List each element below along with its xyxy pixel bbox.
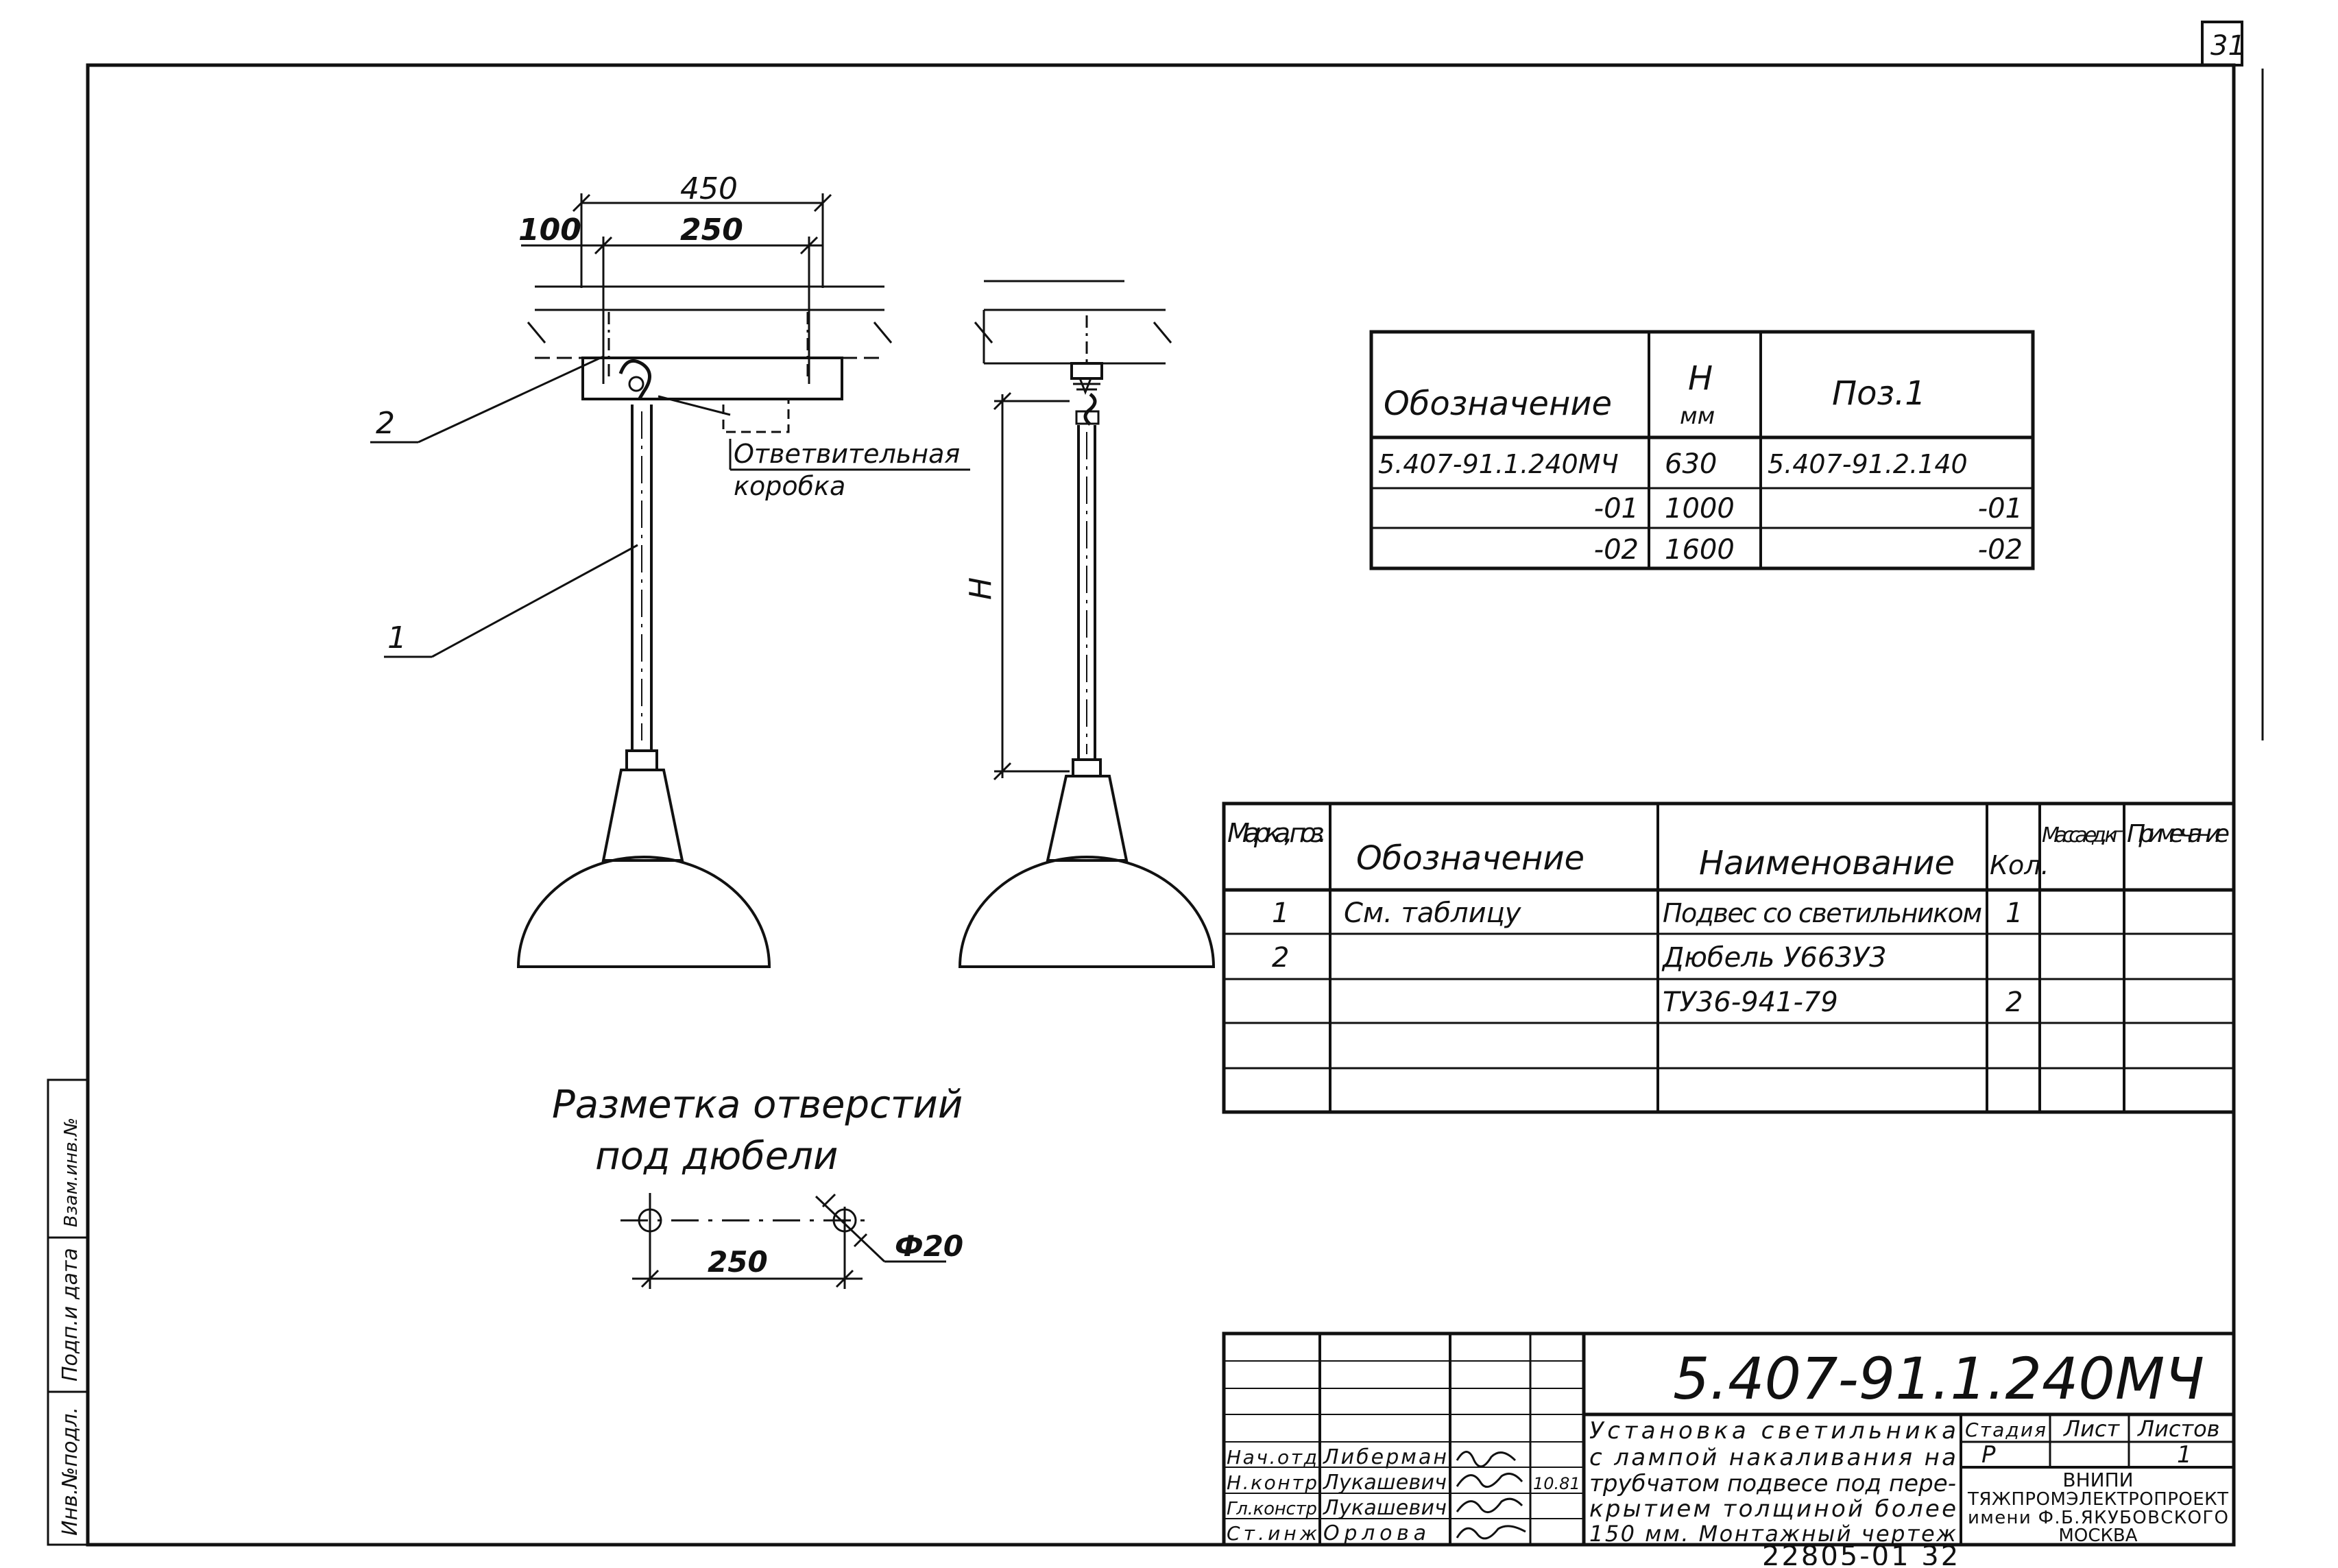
spec-r3-qty: 2 [2005,987,2023,1018]
marking-diameter: Ф20 [895,1229,963,1263]
spec-r1-designation: См. таблицу [1344,897,1522,929]
sheet-frame [86,21,2264,1547]
callout-junction-box-2: коробка [734,471,845,501]
variant-row1-h: 630 [1665,448,1717,480]
variant-table [1369,330,2035,570]
variant-row3-designation: -02 [1594,534,1639,566]
name-2: Лукашевич [1323,1471,1447,1495]
sheet-number: 31 [2210,30,2245,62]
variant-row1-pos1: 5.407-91.2.140 [1768,449,1968,479]
title-line-1: Установка светильника [1589,1417,1956,1445]
dim-450: 450 [680,171,738,206]
variant-header-pos1: Поз.1 [1832,374,1926,413]
hole-marking [620,1193,946,1289]
side-view [958,280,1216,968]
sheets-total: 1 [2177,1441,2192,1469]
spec-table [1222,801,2236,1114]
strip-label-sign: Подп.и дата [58,1248,82,1382]
spec-header-designation: Обозначение [1356,839,1584,878]
leader-lines [370,355,970,658]
callout-pos1: 1 [387,620,407,655]
dim-100: 100 [518,213,581,248]
org-line-4: МОСКВА [2058,1525,2137,1546]
variant-row2-pos1: -01 [1978,493,2023,524]
spec-header-mark: Марка, поз. [1227,818,1327,848]
callout-junction-box-1: Ответвительная [734,439,960,469]
spec-header-qty: Кол. [1990,850,2049,880]
dim-250: 250 [680,213,743,248]
role-2: Н.контр [1227,1471,1317,1494]
name-3: Лукашевич [1323,1496,1447,1520]
title-line-5: 150 мм. Монтажный чертеж [1589,1521,1956,1547]
role-1: Нач.отд [1227,1446,1317,1469]
org-line-1: ВНИПИ [2062,1469,2133,1491]
spec-r1-qty: 1 [2005,897,2023,929]
left-strip [47,1078,89,1546]
variant-row3-h: 1600 [1665,534,1735,566]
front-view [516,193,893,968]
document-code: 5.407-91.1.240МЧ [1673,1345,2204,1412]
spec-r3-name: ТУ36-941-79 [1663,987,1838,1018]
variant-header-designation: Обозначение [1384,385,1612,423]
title-line-2: с лампой накаливания на [1589,1444,1956,1471]
callout-pos2: 2 [376,406,395,441]
spec-header-name: Наименование [1699,844,1955,882]
stage-header: Стадия [1965,1419,2046,1441]
spec-header-note: Приме-чание [2127,820,2230,848]
signature-scribbles [1456,1451,1526,1540]
marking-title-1: Разметка отверстий [552,1083,963,1127]
variant-row2-designation: -01 [1594,493,1639,524]
strip-label-inv: Инв.№подл. [58,1407,82,1536]
strip-label-repl: Взам.инв.№ [61,1118,82,1227]
sheet-header: Лист [2063,1416,2120,1442]
spec-r2-mark: 2 [1272,942,1289,974]
spec-header-mass: Масса ед, кг [2042,823,2123,847]
spec-r2-name: Дюбель У663У3 [1661,942,1887,974]
footer-number: 22805-01 32 [1762,1541,1960,1565]
sheets-header: Листов [2137,1416,2220,1442]
name-4: Орлова [1323,1521,1426,1545]
name-1: Либерман [1323,1445,1447,1469]
variant-row3-pos1: -02 [1978,534,2023,566]
approval-date: 10.81 [1533,1474,1580,1493]
spec-r1-mark: 1 [1272,897,1289,929]
role-3: Гл.констр [1227,1499,1317,1519]
stage-value: Р [1981,1441,1996,1469]
dim-height-symbol: H [963,577,998,600]
variant-header-mm: мм [1680,402,1715,430]
spec-r1-name: Подвес со светильником [1663,898,1982,928]
variant-row2-h: 1000 [1665,493,1735,524]
marking-title-2: под дюбели [595,1134,838,1179]
role-4: Ст.инж [1227,1522,1317,1545]
org-line-2: ТЯЖПРОМЭЛЕКТРОПРОЕКТ [1967,1489,2228,1510]
marking-spacing: 250 [708,1245,768,1279]
title-line-3: трубчатом подвесе под пере- [1589,1470,1956,1497]
title-block [1222,1331,2236,1547]
org-line-3: имени Ф.Б.ЯКУБОВСКОГО [1968,1508,2228,1528]
title-line-4: крытием толщиной более [1589,1495,1956,1523]
variant-header-h: H [1688,359,1713,398]
variant-row1-designation: 5.407-91.1.240МЧ [1378,449,1619,479]
